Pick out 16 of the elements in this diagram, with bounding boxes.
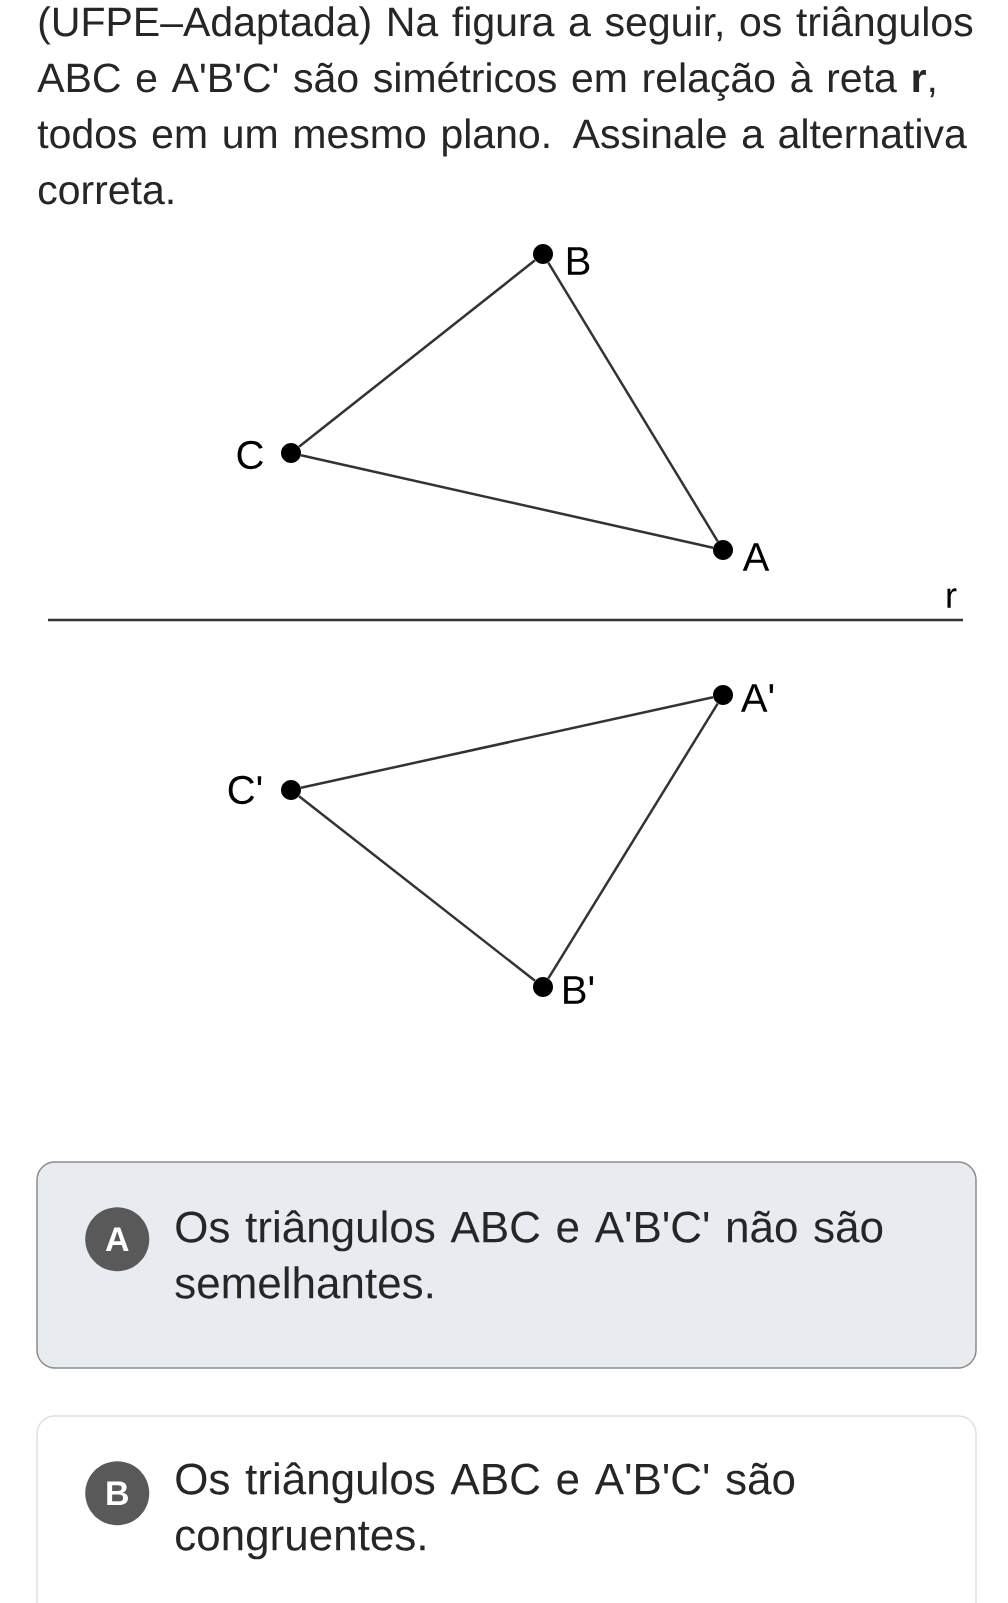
point-label: B: [567, 247, 590, 275]
point-label: A': [740, 684, 774, 712]
point-label: A: [742, 543, 770, 571]
point-label: C: [237, 440, 263, 470]
triangle-side: [547, 703, 719, 979]
line-label: r: [947, 588, 957, 608]
point-label: C': [228, 775, 262, 805]
triangle-side: [300, 695, 714, 790]
question-text: (UFPE–Adaptada) Na figura a seguir, os triângulos ABC e A'B'C' são simétricos em relação à reta r, todos em um mesmo plano. Assinale a alternativa correta.: [37, 6, 973, 205]
option-badge: B: [85, 1461, 150, 1526]
triangle-side: [547, 262, 719, 542]
triangle-side: [298, 795, 536, 982]
triangle-side: [298, 259, 536, 448]
option-badge: A: [85, 1207, 150, 1272]
point-label: B': [564, 976, 594, 1004]
triangle-side: [300, 454, 714, 549]
